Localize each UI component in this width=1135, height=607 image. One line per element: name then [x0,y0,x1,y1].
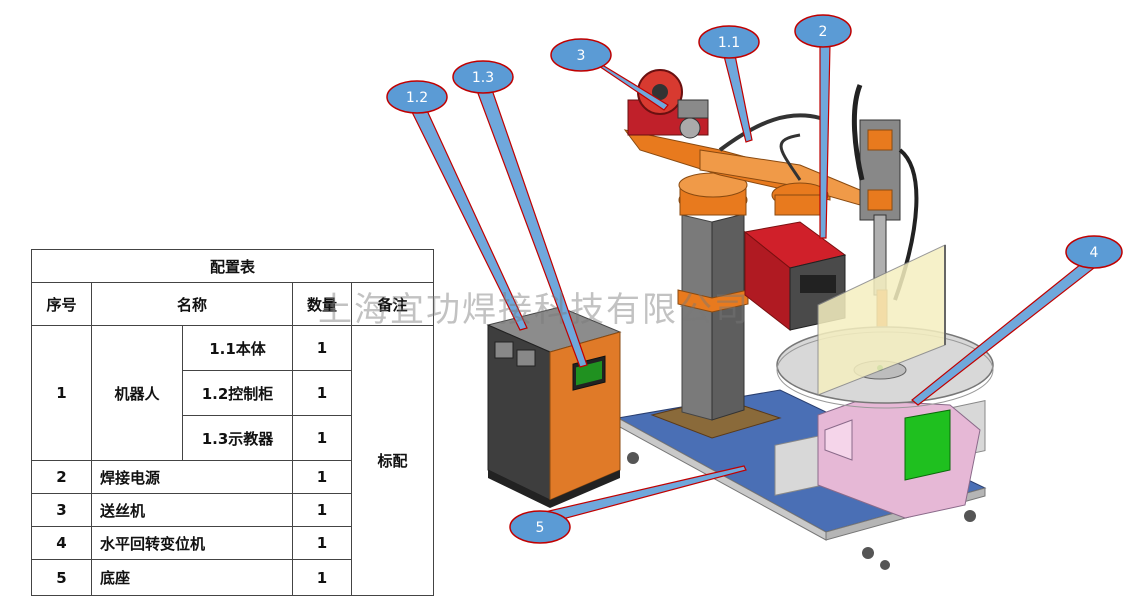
callout-label: 2 [819,24,828,40]
header-qty: 数量 [292,282,352,326]
row-no: 5 [31,559,92,596]
row-no: 4 [31,526,92,560]
row-name: 送丝机 [91,493,293,527]
callout-label: 1.1 [718,35,740,51]
row-no: 2 [31,460,92,494]
callout-4: 4 [1065,235,1123,269]
callout-1-2: 1.2 [386,80,448,114]
header-no: 序号 [31,282,92,326]
leader-lines [409,43,1095,525]
wire-feeder [627,69,709,139]
callout-label: 1.2 [406,90,428,106]
callout-bubbles: 1.2 1.3 3 1.1 2 4 5 [386,14,1123,544]
row-name: 底座 [91,559,293,596]
row-name: 机器人 [91,325,183,461]
sub-name: 1.2控制柜 [182,370,293,416]
header-remark: 备注 [351,282,434,326]
row-qty: 1 [292,559,352,596]
row-qty: 1 [292,493,352,527]
callout-2: 2 [794,14,852,48]
sub-name: 1.1本体 [182,325,293,371]
robot-column [650,213,782,439]
callout-1-1: 1.1 [698,25,760,59]
callout-5: 5 [509,510,571,544]
sub-qty: 1 [292,415,352,461]
control-cabinet [486,306,622,508]
config-table: 配置表 序号 名称 数量 备注 1 机器人 1.1本体 1 标配 1.2控制柜 … [31,249,434,596]
callout-label: 4 [1090,245,1099,261]
row-name: 水平回转变位机 [91,526,293,560]
table-title: 配置表 [31,249,434,283]
callout-label: 5 [536,520,545,536]
welding-torch [851,84,919,331]
callout-3: 3 [550,38,612,72]
remark-cell: 标配 [351,325,434,596]
callout-1-3: 1.3 [452,60,514,94]
callout-label: 3 [577,48,586,64]
row-qty: 1 [292,526,352,560]
callout-label: 1.3 [472,70,494,86]
sub-name: 1.3示教器 [182,415,293,461]
row-qty: 1 [292,460,352,494]
